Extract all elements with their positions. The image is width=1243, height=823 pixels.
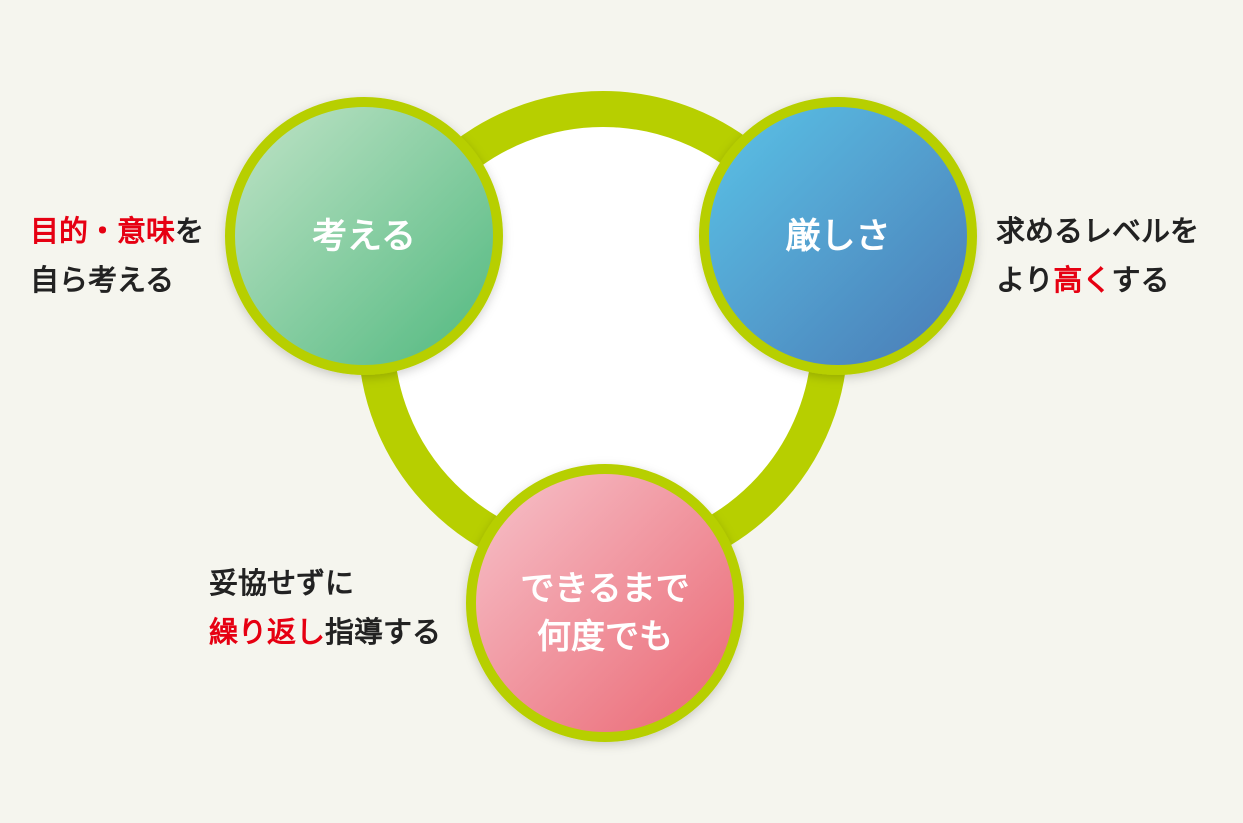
annotation-left-bottom: 妥協せずに 繰り返し指導する	[209, 559, 441, 657]
annotation-right-top: 求めるレベルを より高くする	[996, 207, 1199, 305]
circle-strict	[699, 97, 977, 375]
annotation-right-top-pre: より	[996, 263, 1054, 297]
circle-until-line1: できるまで	[520, 569, 689, 609]
annotation-left-bottom-highlight: 繰り返し	[209, 615, 326, 649]
circle-until-line2: 何度でも	[537, 617, 673, 657]
annotation-left-bottom-rest: 指導する	[325, 615, 442, 649]
circle-think-label: 考える	[312, 217, 416, 257]
annotation-right-top-post: する	[1111, 263, 1170, 297]
annotation-left-top-highlight: 目的・意味	[30, 214, 176, 248]
annotation-left-top-line1: を	[175, 214, 205, 248]
annotation-right-top-line1: 求めるレベルを	[996, 214, 1200, 248]
annotation-right-top-highlight: 高く	[1053, 263, 1112, 297]
annotation-left-top: 目的・意味を 自ら考える	[30, 207, 204, 305]
circle-strict-label: 厳しさ	[785, 217, 890, 257]
annotation-left-bottom-line1: 妥協せずに	[209, 566, 355, 600]
circle-until	[466, 464, 744, 742]
circle-think	[225, 97, 503, 375]
annotation-left-top-line2: 自ら考える	[30, 263, 175, 297]
